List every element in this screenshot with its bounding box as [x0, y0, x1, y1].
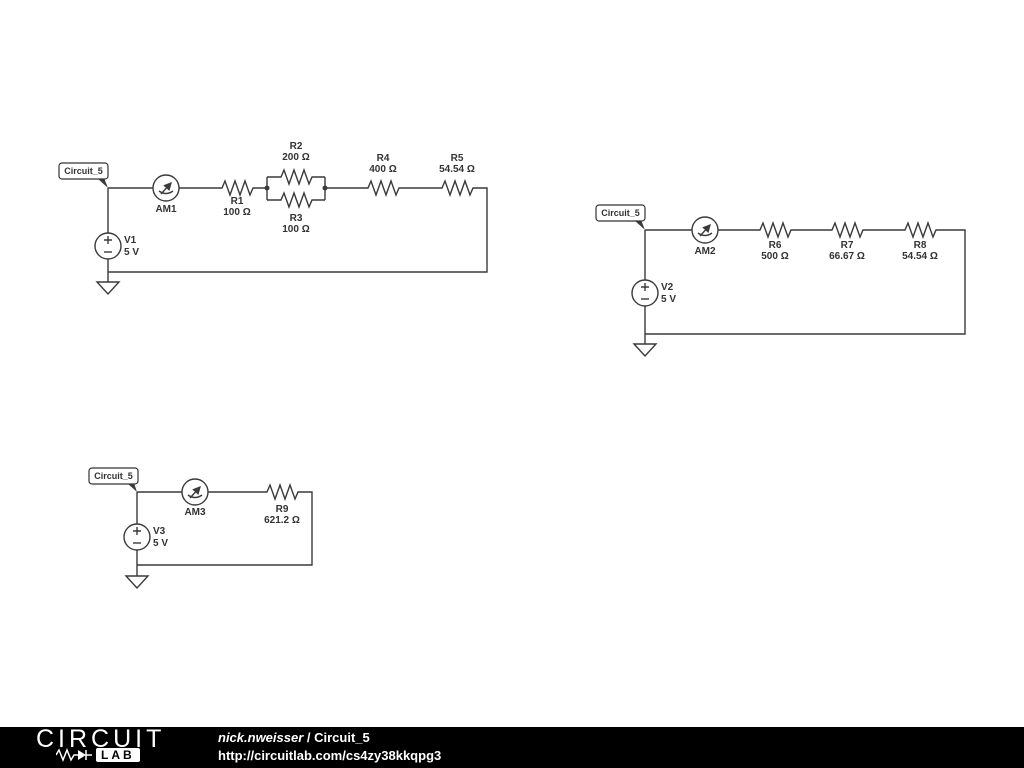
footer-text: nick.nweisser / Circuit_5 http://circuit… [218, 729, 441, 765]
net-label-tail [97, 178, 108, 188]
net-label-text: Circuit_5 [64, 166, 103, 176]
circuitlab-logo: CIRCUIT LAB [36, 727, 165, 762]
logo-lab-text: LAB [96, 748, 140, 762]
resistor-r7: R7 66.67 Ω [829, 220, 865, 262]
net-label-text: Circuit_5 [601, 208, 640, 218]
ammeter-am2: AM2 [691, 216, 719, 257]
ammeter-am3: AM3 [181, 478, 209, 518]
resistor-value: 500 Ω [761, 251, 788, 262]
resistor-zigzag [278, 167, 314, 187]
voltage-source-symbol [94, 232, 122, 260]
net-label-tail [127, 483, 137, 492]
ammeter-arc [158, 190, 174, 195]
footer-title-line: nick.nweisser / Circuit_5 [218, 729, 441, 747]
circuit-2: Circuit_5 V2 5 V AM2 R6 500 Ω R7 66.67 Ω [595, 204, 966, 358]
footer-circuit-title: Circuit_5 [314, 730, 370, 745]
resistor-name: R5 [451, 153, 464, 164]
resistor-value: 66.67 Ω [829, 251, 865, 262]
resistor-r6: R6 500 Ω [757, 220, 793, 262]
source-name: V3 [153, 526, 166, 537]
resistor-r3: R3 100 Ω [278, 190, 314, 235]
ground-symbol [95, 281, 121, 296]
voltage-source-symbol [123, 523, 151, 551]
logo-circuit-text: CIRCUIT [36, 725, 166, 753]
resistor-r2: R2 200 Ω [278, 141, 314, 187]
net-label-circuit5: Circuit_5 [88, 467, 139, 492]
resistor-zigzag [439, 178, 475, 198]
source-value: 5 V [153, 538, 168, 549]
plus-sign [133, 527, 141, 535]
resistor-value: 54.54 Ω [439, 164, 475, 175]
resistor-zigzag [902, 220, 938, 240]
source-value: 5 V [124, 247, 139, 258]
voltage-source-v2: V2 5 V [631, 279, 676, 307]
net-label-box [595, 204, 646, 222]
voltage-source-v3: V3 5 V [123, 523, 168, 551]
footer-url[interactable]: http://circuitlab.com/cs4zy38kkqpg3 [218, 748, 442, 763]
voltage-source-symbol [631, 279, 659, 307]
ammeter-needle [699, 223, 711, 237]
resistor-zigzag [829, 220, 865, 240]
resistor-value: 100 Ω [282, 224, 309, 235]
plus-sign [104, 236, 112, 244]
ground-symbol [632, 343, 658, 358]
net-label-text: Circuit_5 [94, 471, 133, 481]
resistor-zigzag [264, 482, 300, 502]
resistor-name: R8 [914, 240, 927, 251]
resistor-value: 100 Ω [223, 207, 250, 218]
ammeter-needle [160, 181, 172, 195]
junction-dot [264, 185, 270, 191]
net-label-tail [634, 220, 645, 230]
resistor-value: 621.2 Ω [264, 515, 300, 526]
ammeter-name: AM1 [155, 204, 177, 215]
ammeter-name: AM2 [694, 246, 716, 257]
resistor-diode-icon [56, 748, 92, 762]
resistor-name: R9 [276, 504, 289, 515]
net-label-circuit5: Circuit_5 [58, 162, 109, 188]
footer-bar: CIRCUIT LAB nick.nweisser / Circuit_5 ht… [0, 727, 1024, 768]
source-name: V1 [124, 235, 137, 246]
ammeter-arc [187, 494, 203, 499]
source-name: V2 [661, 282, 674, 293]
resistor-zigzag [365, 178, 401, 198]
resistor-zigzag [219, 178, 255, 198]
net-label-box [58, 162, 109, 180]
resistor-name: R1 [231, 196, 244, 207]
resistor-name: R6 [769, 240, 782, 251]
schematic-canvas: Circuit_5 V1 5 V AM1 R1 100 Ω R2 200 Ω [58, 141, 966, 590]
ammeter-name: AM3 [184, 507, 206, 518]
source-value: 5 V [661, 294, 676, 305]
resistor-r8: R8 54.54 Ω [902, 220, 938, 262]
resistor-name: R4 [377, 153, 390, 164]
ammeter-am1: AM1 [152, 174, 180, 215]
resistor-r9: R9 621.2 Ω [264, 482, 300, 526]
resistor-name: R7 [841, 240, 854, 251]
resistor-r5: R5 54.54 Ω [439, 153, 475, 198]
resistor-value: 54.54 Ω [902, 251, 938, 262]
resistor-name: R3 [290, 213, 303, 224]
junction-dot [322, 185, 328, 191]
circuit-1: Circuit_5 V1 5 V AM1 R1 100 Ω R2 200 Ω [58, 141, 488, 296]
resistor-zigzag [757, 220, 793, 240]
footer-author: nick.nweisser [218, 730, 304, 745]
voltage-source-v1: V1 5 V [94, 232, 139, 260]
resistor-name: R2 [290, 141, 303, 152]
ammeter-arc [697, 232, 713, 237]
resistor-value: 200 Ω [282, 152, 309, 163]
wire [644, 229, 966, 344]
footer-separator: / [303, 730, 315, 745]
ammeter-needle [189, 485, 201, 499]
net-label-circuit5: Circuit_5 [595, 204, 646, 230]
resistor-r1: R1 100 Ω [219, 178, 255, 218]
resistor-zigzag [278, 190, 314, 210]
wire [136, 491, 313, 576]
circuit-3: Circuit_5 V3 5 V AM3 R9 621.2 Ω [88, 467, 313, 590]
plus-sign [641, 283, 649, 291]
resistor-r4: R4 400 Ω [365, 153, 401, 198]
ground-symbol [124, 575, 150, 590]
net-label-box [88, 467, 139, 485]
resistor-value: 400 Ω [369, 164, 396, 175]
